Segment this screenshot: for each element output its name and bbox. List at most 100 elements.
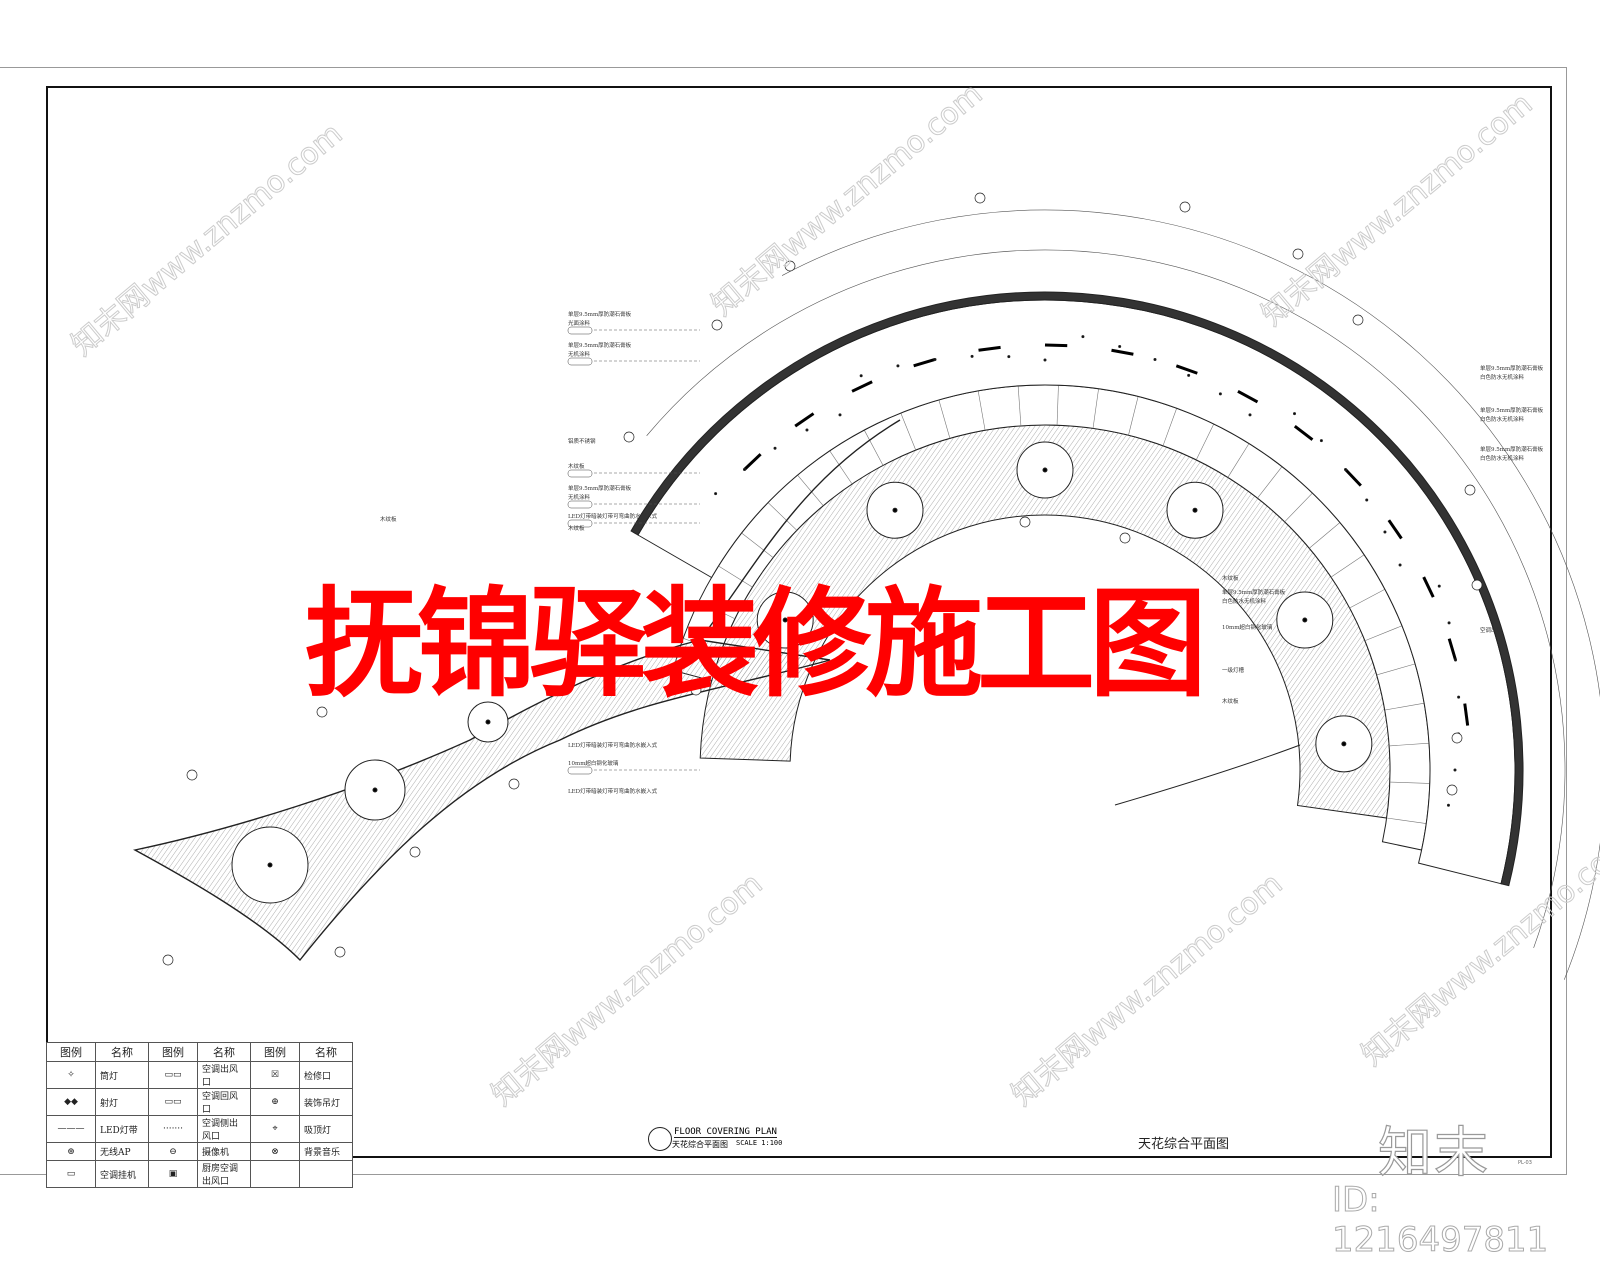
material-note: 木纹板 [568,462,585,470]
linear-light [1387,519,1403,540]
glass-panel-divider [900,412,917,451]
grid-axis-bubble [1119,532,1131,544]
material-note: 单层9.5mm厚防潮石膏板 [568,484,632,492]
downlight [1446,803,1450,807]
linear-light [1111,348,1134,356]
glass-panel-divider [1384,702,1425,711]
downlight [970,354,974,358]
material-tag [567,500,593,509]
linear-light [1175,364,1198,375]
glass-panel-divider [1309,522,1341,549]
plan-title-cn: 天花综合平面图 [672,1140,728,1149]
downlight-icon: ✧ [46,1061,96,1089]
material-note: 无机涂料 [568,493,591,501]
linear-light [1447,638,1457,661]
material-note: 白色防水无机涂料 [1480,415,1525,423]
downlight [1319,439,1323,443]
glass-panel-divider [1128,396,1139,436]
access-panel-icon: ☒ [250,1061,300,1089]
drawing-frame [46,86,1552,1158]
znzmo-logo: 知末 [1377,1120,1490,1184]
legend-name: 无线AP [95,1142,149,1161]
legend-name: 空调挂机 [95,1160,149,1188]
legend-name: 射灯 [95,1088,149,1116]
camera-icon: ⊖ [148,1142,198,1161]
legend-name: 摄像机 [197,1142,251,1161]
glass-panel-divider [1227,443,1250,478]
grid-axis-bubble [1352,314,1364,326]
grid-axis-bubble [711,319,723,331]
material-note: 单层9.5mm厚防潮石膏板 [1480,364,1544,372]
plan-scale: SCALE 1:100 [736,1139,783,1147]
material-note: 白色防水无机涂料 [1480,454,1525,462]
pendant-light-center [267,862,273,868]
dimension-arc [646,249,1566,948]
grid-axis-bubble [1464,484,1476,496]
side-vent-icon: ······· [148,1115,198,1143]
supply-vent-icon: ▭▭ [148,1061,198,1089]
glass-panel-divider [1092,388,1099,429]
downlight [838,413,842,417]
legend-row: ▭空调挂机▣厨房空调出风口 [46,1160,353,1188]
glass-panel-divider [1017,385,1022,426]
downlight [1007,355,1011,359]
wireless-ap-icon: ⊛ [46,1142,96,1161]
legend-header-cell: 图例 [46,1042,96,1062]
grid-axis-bubble [1292,248,1304,260]
material-note: 木纹板 [568,524,585,532]
legend-header: 图例 名称 图例 名称 图例 名称 [46,1042,353,1062]
drawing-name: 天花综合平面图 [1138,1137,1230,1152]
linear-light [1422,576,1435,598]
outer-edge-band [630,291,1524,887]
downlight [1447,621,1451,625]
legend-row: ———LED灯带·······空调侧出风口⌖吸顶灯 [46,1115,353,1143]
glass-panel-divider [1364,625,1403,642]
linear-light [743,453,762,471]
downlight [742,467,746,471]
downlight [1293,412,1297,416]
downlight [773,446,777,450]
grid-axis-bubble [974,192,986,204]
downlight [1454,658,1458,662]
grid-axis-bubble [784,260,796,272]
grid-axis-bubble [508,778,520,790]
legend-name: 装饰吊灯 [299,1088,353,1116]
grid-axis-bubble [409,846,421,858]
legend-name: LED灯带 [95,1115,149,1143]
linear-light [1344,468,1362,487]
glass-panel-divider [1349,588,1386,609]
end-edge [1114,744,1301,806]
led-strip-icon: ——— [46,1115,96,1143]
legend-name: 厨房空调出风口 [197,1160,251,1188]
material-tag [567,766,593,775]
downlight [1457,695,1461,699]
material-note: LED灯带暗装灯带可弯曲防水嵌入式 [568,741,658,749]
linear-light [913,358,936,368]
ceiling-light-icon: ⌖ [250,1115,300,1143]
downlight [896,364,900,368]
material-tag [567,469,593,478]
material-note: 光面涂料 [568,319,591,327]
downlight [1248,413,1252,417]
legend-name: 筒灯 [95,1061,149,1089]
pendant-light-center [782,617,788,623]
pendant-light-center [1302,617,1308,623]
material-note: 单层9.5mm厚防潮石膏板 [1222,588,1286,596]
legend-name: 吸顶灯 [299,1115,353,1143]
linear-light [851,380,873,393]
material-note: 木纹板 [1222,697,1239,705]
legend-name: 空调出风口 [197,1061,251,1089]
sheet-outer-border [0,67,1567,1175]
legend-header-cell: 图例 [250,1042,300,1062]
material-tag [567,519,593,528]
material-tag [567,326,593,335]
downlight [1398,563,1402,567]
downlight [1453,768,1457,772]
linear-light [1293,424,1314,441]
plan-title-en: FLOOR COVERING PLAN [674,1127,777,1138]
material-note: 10mm超白钢化玻璃 [568,759,619,767]
glass-panel-divider [767,502,798,531]
material-note: 木纹板 [380,515,397,523]
downlight [1153,357,1157,361]
linear-light [794,412,815,428]
